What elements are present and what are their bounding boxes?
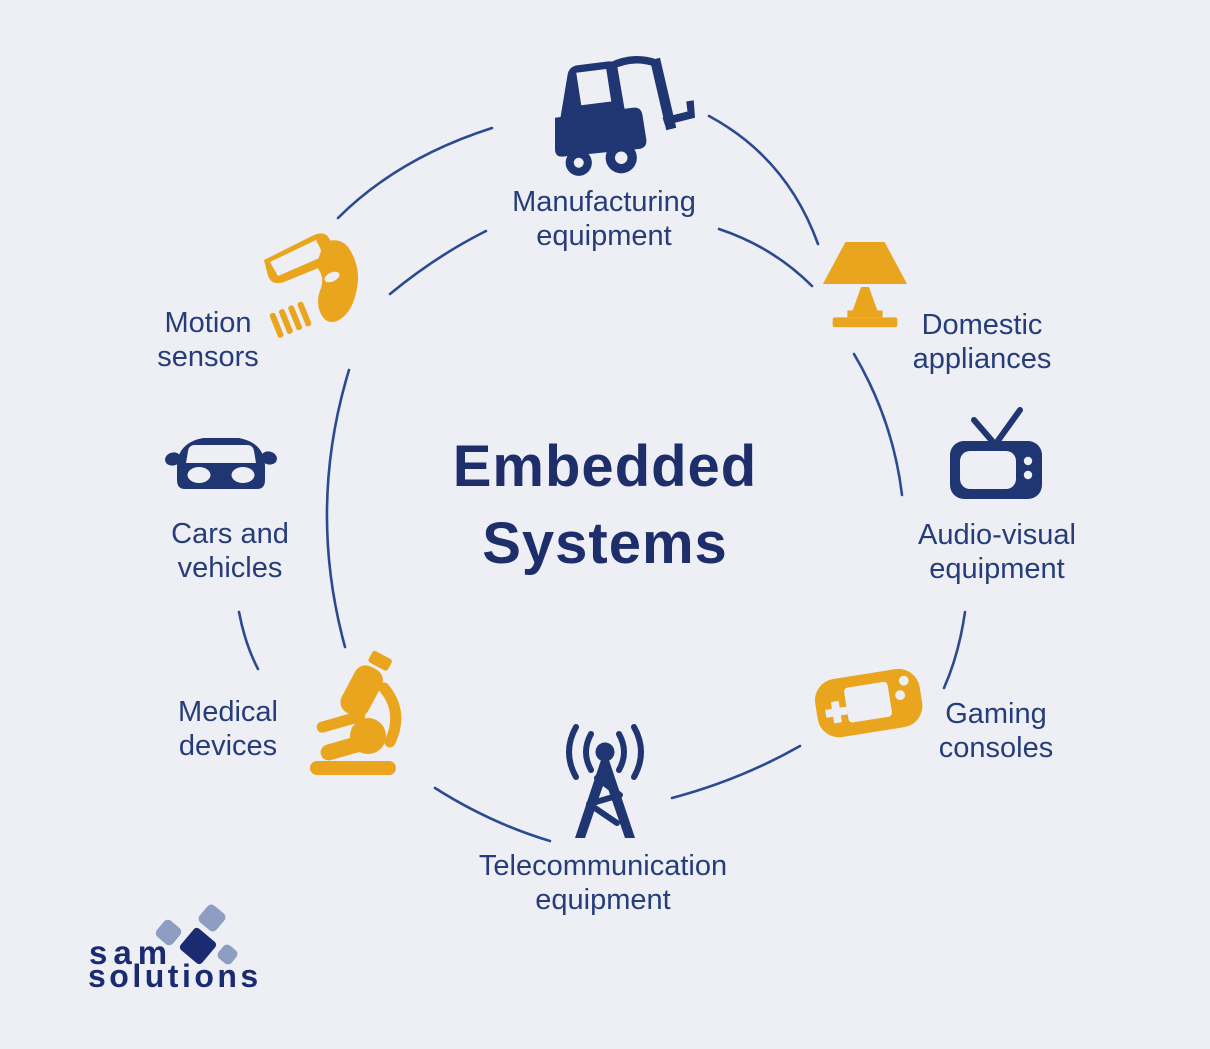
logo-text-solutions: solutions — [88, 958, 262, 994]
game-console-icon — [810, 658, 928, 752]
radio-tower-icon — [557, 718, 653, 846]
lamp-icon — [820, 240, 910, 332]
item-label-telecom: Telecommunication equipment — [478, 850, 728, 916]
logo-square-light-1 — [153, 917, 184, 948]
barcode-scanner-icon — [258, 226, 378, 340]
page-title: Embedded Systems — [453, 428, 758, 582]
item-label-cars: Cars and vehicles — [171, 518, 289, 584]
car-icon — [164, 422, 278, 502]
item-label-motion: Motion sensors — [157, 307, 259, 373]
logo-square-light-2 — [196, 902, 228, 934]
item-label-gaming: Gaming consoles — [938, 698, 1054, 764]
item-label-manufacturing: Manufacturing equipment — [512, 186, 696, 252]
logo-square-navy — [174, 922, 222, 970]
logo-square-light-3 — [215, 942, 240, 967]
item-label-audio-visual: Audio-visual equipment — [918, 519, 1076, 585]
title-line-2: Systems — [482, 511, 728, 576]
item-label-medical: Medical devices — [178, 696, 278, 762]
logo-text-sam: sam — [89, 934, 174, 971]
tv-icon — [946, 405, 1046, 503]
title-line-1: Embedded — [452, 434, 758, 499]
forklift-icon — [545, 55, 700, 183]
item-label-domestic: Domestic appliances — [912, 309, 1052, 375]
microscope-icon — [304, 648, 402, 778]
